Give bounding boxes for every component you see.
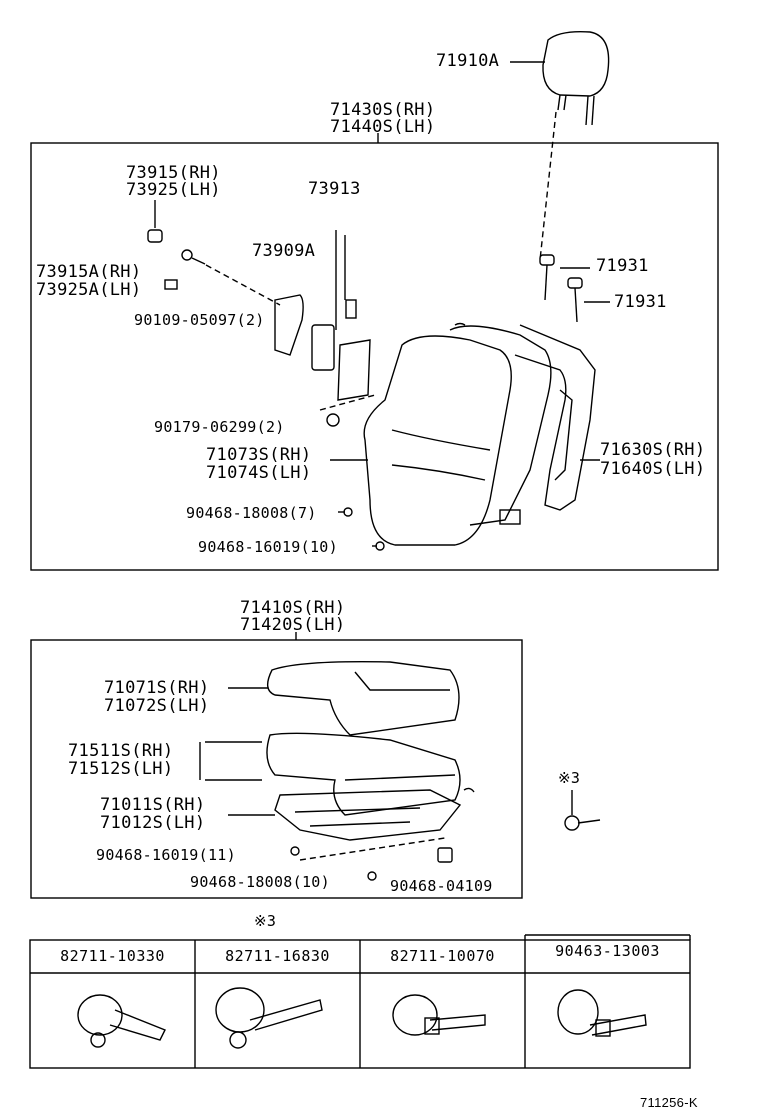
label-cushion-cover-lh: 71072S(LH) — [104, 696, 210, 716]
label-back-hog-1: 90468-18008(7) — [186, 504, 317, 522]
label-back-hog-2: 90468-16019(10) — [198, 538, 338, 556]
label-cushion-hog-1: 90468-16019(11) — [96, 846, 236, 864]
label-back-frame-rh: 71630S(RH) — [600, 440, 706, 460]
label-back-cap-lh: 73925A(LH) — [36, 280, 142, 300]
clamp-table — [29, 934, 691, 1069]
label-cushion-frame-lh: 71012S(LH) — [100, 813, 206, 833]
small-parts — [147, 200, 376, 427]
cushion-drawing — [199, 660, 475, 881]
clamp-header-3: 82711-10070 — [390, 947, 495, 965]
label-cushion-assy-lh: 71420S(LH) — [240, 615, 346, 635]
clamp-header-1: 82711-10330 — [60, 947, 165, 965]
label-support-2: 71931 — [614, 292, 667, 312]
label-cushion-cover-rh: 71071S(RH) — [104, 678, 210, 698]
label-back-nut: 90179-06299(2) — [154, 418, 285, 436]
label-support-1: 71931 — [596, 256, 649, 276]
label-cushion-pad-lh: 71512S(LH) — [68, 759, 174, 779]
label-back-bracket: 73909A — [252, 241, 316, 261]
label-back-assy-lh: 71440S(LH) — [330, 117, 436, 137]
label-back-cover-rh: 73915(RH) — [126, 163, 221, 183]
clamp-note-drawing — [564, 790, 601, 831]
label-note-mark-table: ※3 — [254, 912, 277, 930]
label-back-assy-rh: 71430S(RH) — [330, 100, 436, 120]
label-back-anchor: 73913 — [308, 179, 361, 199]
figure-code: 711256-K — [640, 1095, 698, 1110]
label-cushion-assy-rh: 71410S(RH) — [240, 598, 346, 618]
label-back-screw: 90109-05097(2) — [134, 311, 265, 329]
clamp-header-4: 90463-13003 — [555, 942, 660, 960]
label-cushion-hog-2: 90468-18008(10) — [190, 873, 330, 891]
label-back-pad-rh: 71073S(RH) — [206, 445, 312, 465]
label-cushion-frame-rh: 71011S(RH) — [100, 795, 206, 815]
label-headrest: 71910A — [436, 51, 500, 71]
label-back-cap-rh: 73915A(RH) — [36, 262, 142, 282]
seatback-group-box — [30, 142, 719, 571]
label-cushion-clip: 90468-04109 — [390, 877, 493, 895]
label-back-cover-lh: 73925(LH) — [126, 180, 221, 200]
cushion-group-box — [30, 639, 523, 899]
seatback-pad-drawing — [330, 322, 552, 546]
label-back-frame-lh: 71640S(LH) — [600, 459, 706, 479]
headrest-drawing — [510, 30, 610, 261]
clamp-header-2: 82711-16830 — [225, 947, 330, 965]
label-note-mark-right: ※3 — [558, 769, 581, 787]
label-back-pad-lh: 71074S(LH) — [206, 463, 312, 483]
seatback-frame-drawing — [499, 254, 610, 525]
label-cushion-pad-rh: 71511S(RH) — [68, 741, 174, 761]
